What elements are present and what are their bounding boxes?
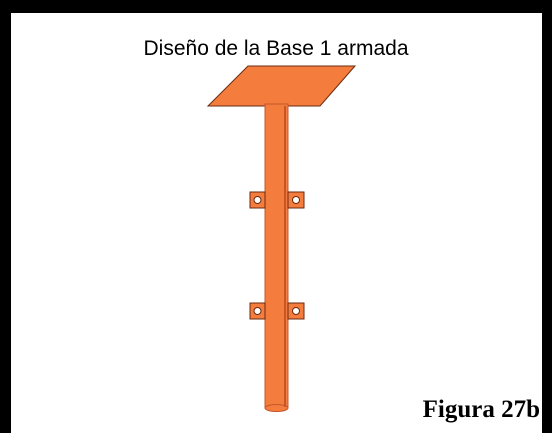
bolt-hole-icon [292,196,300,204]
figure-label: Figura 27b [422,396,540,423]
upper-bracket [249,191,305,209]
bolt-hole-icon [292,307,300,315]
figure-title: Diseño de la Base 1 armada [143,37,409,60]
lower-bracket [249,302,305,320]
top-plate [206,65,357,107]
bolt-hole-icon [253,196,262,204]
post-bottom-end [264,404,289,412]
bolt-hole-icon [253,307,262,315]
